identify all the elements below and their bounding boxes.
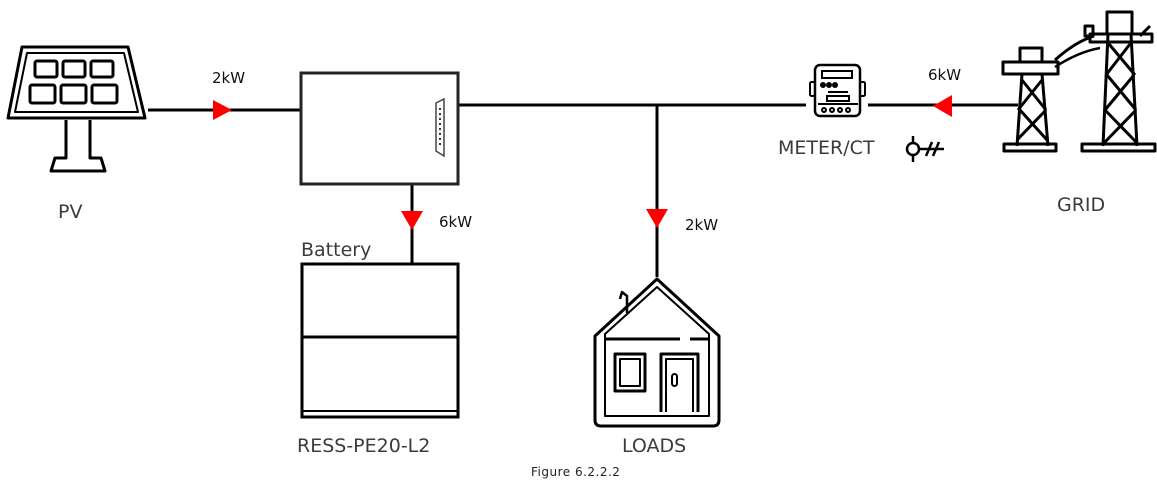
flow-arrow-grid-left <box>933 95 952 117</box>
flow-arrow-pv-right <box>213 100 232 120</box>
flow-label-grid: 6kW <box>928 66 961 84</box>
power-grid-tower-icon <box>1001 10 1157 153</box>
loads-label: LOADS <box>622 435 686 457</box>
flow-label-pv: 2kW <box>212 69 245 87</box>
battery-model-label: RESS-PE20-L2 <box>297 435 430 457</box>
electric-meter-icon <box>809 63 866 118</box>
current-transformer-icon <box>905 136 944 162</box>
meter-label: METER/CT <box>778 137 875 159</box>
pv-label: PV <box>58 201 82 223</box>
battery-title: Battery <box>301 239 371 261</box>
flow-label-battery: 6kW <box>439 213 472 231</box>
house-icon <box>593 277 721 428</box>
flow-label-loads: 2kW <box>685 216 718 234</box>
figure-caption: Figure 6.2.2.2 <box>531 465 620 479</box>
battery-icon <box>300 262 460 419</box>
solar-panel-icon <box>6 45 147 173</box>
inverter-icon <box>299 71 460 186</box>
flow-arrow-loads-down <box>646 209 668 228</box>
flow-arrow-battery-down <box>401 211 423 230</box>
grid-label: GRID <box>1057 194 1105 216</box>
